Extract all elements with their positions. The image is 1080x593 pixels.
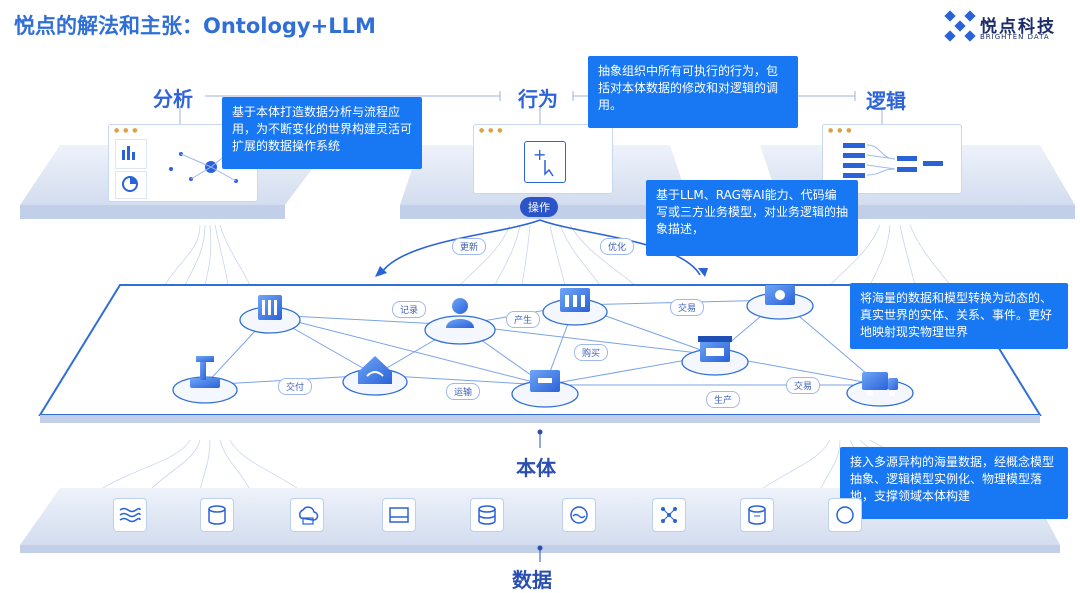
lake-icon — [562, 498, 596, 532]
column-label-analysis: 分析 — [153, 87, 193, 111]
logic-flow-icon — [841, 139, 951, 189]
pie-chart-icon — [115, 171, 147, 199]
chart-icon — [828, 498, 862, 532]
ontology-tooltip: 将海量的数据和模型转换为动态的、真实世界的实体、关系、事件。更好地映射现实物理世… — [850, 283, 1068, 349]
box-node-icon — [530, 370, 560, 392]
layer-label-ontology: 本体 — [516, 456, 556, 480]
network-graph-icon — [151, 139, 251, 197]
network-icon — [652, 498, 686, 532]
operation-badge: 操作 — [520, 197, 558, 217]
waves-icon — [113, 498, 147, 532]
storage-icon — [740, 498, 774, 532]
page-title: 悦点的解法和主张：Ontology+LLM — [14, 14, 376, 38]
edge-label-record: 记录 — [392, 301, 427, 318]
edge-label-trade: 交易 — [670, 299, 705, 316]
edge-label-buy: 购买 — [574, 344, 609, 361]
cylinder-icon — [200, 498, 234, 532]
layer-label-data: 数据 — [512, 568, 552, 592]
flow-label-update: 更新 — [452, 238, 487, 255]
action-tooltip: 抽象组织中所有可执行的行为，包括对本体数据的修改和对逻辑的调用。 — [588, 56, 798, 128]
database-icon — [470, 498, 504, 532]
analysis-tooltip: 基于本体打造数据分析与流程应用，为不断变化的世界构建灵活可扩展的数据操作系统 — [222, 97, 422, 169]
svg-text:+: + — [533, 145, 546, 164]
robot-arm-node-icon — [190, 356, 220, 388]
connection-strands — [164, 224, 951, 286]
window-controls: ● ● ● — [828, 127, 853, 134]
brand-name: 悦点科技 — [980, 17, 1056, 37]
column-label-action: 行为 — [518, 87, 558, 111]
window-controls: ● ● ● — [114, 127, 139, 134]
edge-label-transport: 运输 — [446, 383, 481, 400]
click-action-icon: + — [524, 141, 566, 183]
edge-label-produce: 产生 — [506, 311, 541, 328]
bar-chart-icon — [115, 139, 147, 169]
drive-icon — [382, 498, 416, 532]
cloud-db-icon — [290, 498, 324, 532]
person-node-icon — [446, 298, 474, 328]
action-window: ● ● ● + — [473, 124, 613, 194]
edge-label-deliver: 交付 — [278, 378, 313, 395]
logic-tooltip: 基于LLM、RAG等AI能力、代码编写或三方业务模型，对业务逻辑的抽象描述， — [646, 180, 858, 256]
truck-node-icon — [862, 372, 898, 396]
brand-logo: 悦点科技 BRIGHTEN DATA — [944, 10, 1074, 46]
brand-mark-icon — [944, 10, 976, 42]
ontology-node-icons — [190, 285, 898, 396]
data-strands — [99, 439, 1001, 491]
factory-node-icon — [560, 288, 590, 312]
edge-label-trade2: 交易 — [786, 377, 821, 394]
store-node-icon — [698, 336, 732, 362]
money-node-icon — [765, 285, 795, 305]
building-node-icon — [258, 295, 282, 320]
edge-label-produce2: 生产 — [706, 391, 741, 408]
wifi-node-icon — [358, 356, 392, 384]
brand-subtitle: BRIGHTEN DATA — [980, 33, 1050, 41]
window-controls: ● ● ● — [479, 127, 504, 134]
column-label-logic: 逻辑 — [866, 89, 906, 113]
flow-label-optimize: 优化 — [600, 238, 635, 255]
data-tooltip: 接入多源异构的海量数据，经概念模型抽象、逻辑模型实例化、物理模型落地，支撑领域本… — [840, 447, 1068, 519]
